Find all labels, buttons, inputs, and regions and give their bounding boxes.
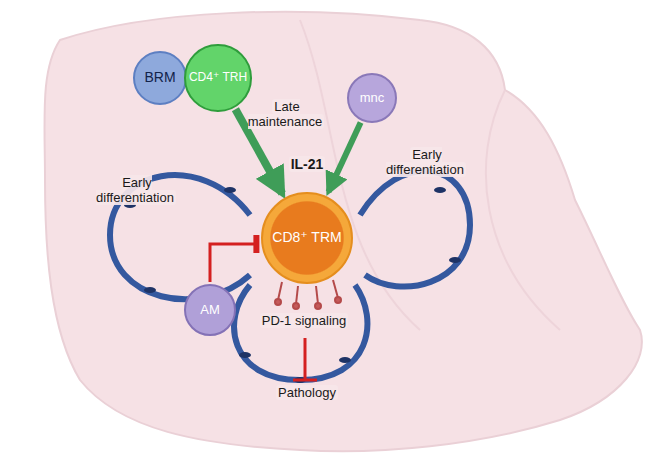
effect-arrow (328, 122, 360, 191)
cell-name: BRM (144, 70, 175, 85)
cytokine-label: IL-21 (289, 156, 326, 172)
edge-label-box: Early differentiation (88, 176, 184, 206)
cell-name: CD4⁺ TRH (189, 71, 247, 84)
pd1-receptors (275, 280, 341, 309)
effect-arrow (210, 244, 256, 282)
monocyte-blob: mnc (347, 73, 397, 123)
cytokine-label-box: IL-21 (282, 156, 332, 172)
outcome-label: Pathology (276, 385, 338, 400)
cell-name: CD8⁺ TRM (272, 230, 341, 245)
macrophage-blob: AM (184, 284, 236, 336)
signal-label: PD-1 signaling (260, 313, 349, 328)
t-helper-circle: CD4⁺ TRH (184, 44, 252, 112)
edge-label: Late maintenance (248, 99, 324, 129)
cd8-trm-cell: CD8⁺ TRM (261, 192, 353, 284)
cell-name: AM (200, 303, 220, 317)
cell-name: mnc (360, 91, 385, 105)
edge-label-box: Late maintenance (246, 100, 326, 130)
signal-label-box: PD-1 signaling (244, 314, 364, 329)
edge-label-box: Early differentiation (378, 148, 474, 178)
inhibition-line (293, 338, 317, 380)
lung-silhouette (44, 12, 641, 451)
outcome-label-box: Pathology (262, 386, 352, 401)
edge-label: Early differentiation (386, 147, 466, 177)
edge-label: Early differentiation (96, 175, 176, 205)
b-cell-circle: BRM (133, 51, 187, 105)
